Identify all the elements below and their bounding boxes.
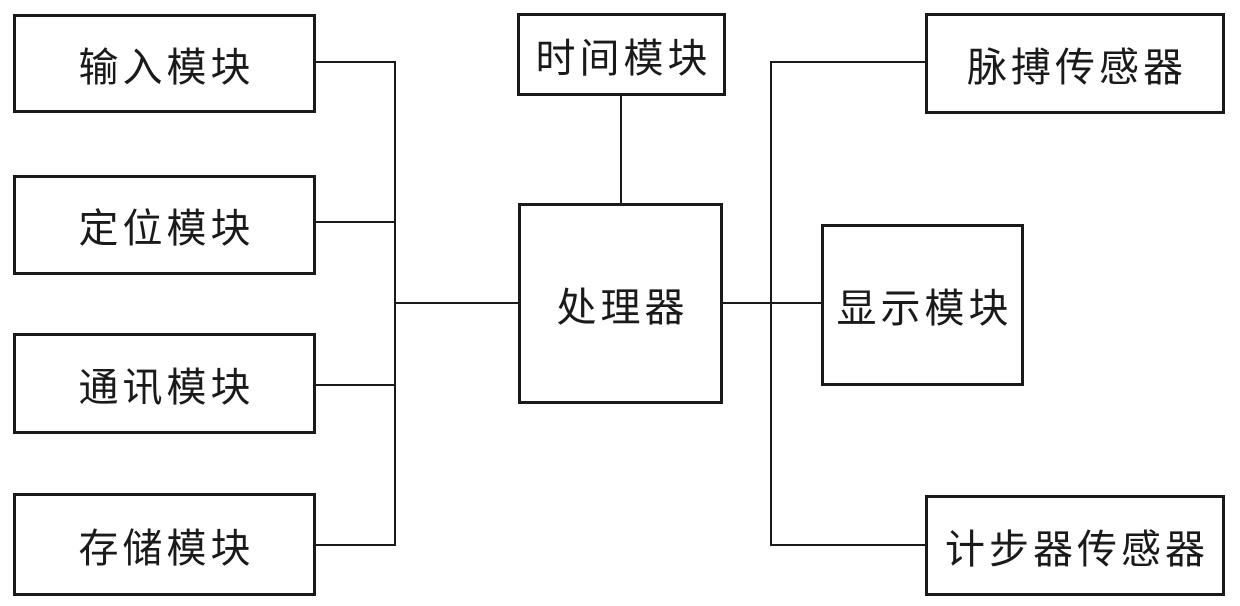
connector-time-to-processor [620, 96, 622, 203]
node-pedometer-sensor: 计步器传感器 [925, 495, 1225, 596]
connector-storage-to-bus [315, 544, 395, 546]
node-pulse-sensor: 脉搏传感器 [925, 13, 1225, 114]
node-storage-module: 存储模块 [13, 493, 316, 596]
right-bus-line [770, 61, 772, 546]
node-positioning-module: 定位模块 [13, 175, 316, 275]
node-input-module: 输入模块 [13, 14, 316, 113]
connector-bus-to-pedometer-sensor [772, 544, 925, 546]
node-communication-module: 通讯模块 [13, 333, 316, 434]
connector-bus-to-processor [395, 302, 518, 304]
connector-positioning-to-bus [315, 221, 395, 223]
connector-input-to-bus [315, 61, 395, 63]
node-display-module: 显示模块 [821, 224, 1024, 386]
node-time-module: 时间模块 [517, 13, 726, 96]
connector-communication-to-bus [315, 384, 395, 386]
connector-bus-to-pulse-sensor [772, 61, 925, 63]
node-processor: 处理器 [518, 203, 723, 404]
connector-processor-to-display [723, 302, 821, 304]
